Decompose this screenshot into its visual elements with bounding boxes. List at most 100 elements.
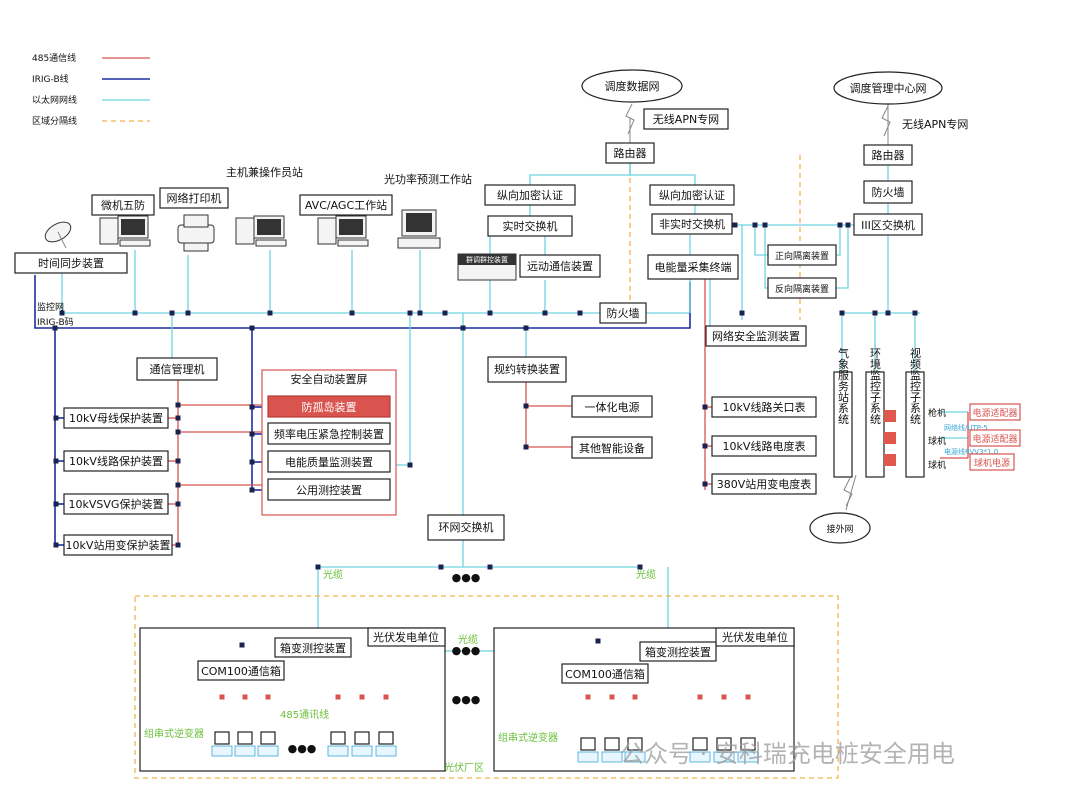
connection-node bbox=[752, 222, 758, 228]
comm-manager-label: 通信管理机 bbox=[150, 362, 205, 376]
monitor-net-label: 监控网 bbox=[37, 301, 64, 313]
solar-panel-icon bbox=[577, 751, 599, 763]
avc-agc-computer-icon bbox=[317, 215, 369, 247]
avc-agc-label: AVC/AGC工作站 bbox=[305, 198, 387, 212]
connection-node bbox=[175, 415, 181, 421]
box-ctrl-left bbox=[274, 637, 352, 658]
zone3-switch-label: III区交换机 bbox=[861, 218, 915, 232]
firewall-mid bbox=[599, 302, 647, 324]
video-monitor-system bbox=[905, 371, 925, 478]
connection-node bbox=[487, 310, 493, 316]
reverse-isolation bbox=[767, 277, 837, 299]
pv-unit-left-label: 光伏发电单位 bbox=[373, 630, 439, 644]
protection-label: 10kV线路保护装置 bbox=[69, 454, 163, 468]
rs485-node bbox=[697, 694, 703, 700]
integrated-power bbox=[571, 395, 653, 418]
apn-right-label: 无线APN专网 bbox=[902, 117, 968, 131]
net-security-label: 网络安全监测装置 bbox=[712, 329, 800, 343]
connection-node bbox=[249, 431, 255, 437]
legend-zone-label: 区域分隔线 bbox=[32, 115, 77, 127]
rs485-node bbox=[242, 694, 248, 700]
router-left bbox=[605, 142, 655, 164]
box-ctrl-right-label: 箱变测控装置 bbox=[645, 645, 711, 659]
group-ctrl-label: 群调群控装置 bbox=[466, 255, 508, 264]
pv-field-area bbox=[134, 595, 839, 779]
remote-comm-label: 远动通信装置 bbox=[527, 260, 593, 273]
inverter-group bbox=[211, 694, 759, 763]
protection-label: 10kV站用变保护装置 bbox=[66, 538, 171, 552]
micro-five-box bbox=[91, 194, 155, 216]
connection-node bbox=[349, 310, 355, 316]
env-sensor-icon bbox=[884, 410, 896, 422]
rs485-node bbox=[609, 694, 615, 700]
pv-field-label: 光伏厂区 bbox=[444, 761, 484, 774]
connection-node bbox=[175, 501, 181, 507]
cloud-mgmt-center bbox=[833, 71, 943, 105]
connection-node bbox=[702, 404, 708, 410]
micro-five-computer-icon bbox=[99, 215, 151, 247]
forward-isolation bbox=[767, 244, 837, 266]
solar-panel-icon bbox=[327, 745, 349, 757]
meter-box bbox=[711, 396, 817, 418]
connection-node bbox=[872, 310, 878, 316]
connection-node bbox=[53, 458, 59, 464]
ring-ellipsis: ●●● bbox=[452, 571, 481, 584]
encrypt-right bbox=[649, 184, 735, 206]
safety-item-label: 频率电压紧急控制装置 bbox=[274, 427, 384, 441]
public-measure-ctrl bbox=[267, 478, 391, 501]
com-box-right bbox=[561, 663, 649, 684]
energy-terminal-label: 电能量采集终端 bbox=[655, 260, 732, 274]
cloud-external-net bbox=[809, 512, 871, 544]
meter-label: 380V站用变电度表 bbox=[717, 477, 812, 491]
connection-node bbox=[249, 404, 255, 410]
other-smart-label: 其他智能设备 bbox=[579, 441, 645, 455]
wireless-bolt-right-icon bbox=[881, 105, 891, 137]
other-smart-devices bbox=[571, 436, 653, 459]
pv-unit-right-label-box bbox=[715, 627, 795, 647]
connection-node bbox=[169, 310, 175, 316]
safety-item-label: 电能质量监测装置 bbox=[285, 455, 373, 469]
connection-node bbox=[523, 444, 529, 450]
protection-device bbox=[63, 407, 169, 429]
connection-node bbox=[442, 310, 448, 316]
connection-node bbox=[577, 310, 583, 316]
inverter-icon bbox=[740, 737, 756, 751]
solar-panel-icon bbox=[257, 745, 279, 757]
inverter-icon bbox=[330, 731, 346, 745]
meter-box bbox=[711, 435, 817, 457]
connection-node bbox=[175, 458, 181, 464]
main-station-label: 主机兼操作员站 bbox=[226, 165, 303, 179]
dome-camera-1-label: 球机 bbox=[928, 435, 946, 447]
remote-comm bbox=[519, 254, 601, 278]
encrypt-right-label: 纵向加密认证 bbox=[659, 188, 725, 202]
zone3-switch bbox=[853, 213, 923, 236]
connection-nodes bbox=[52, 222, 918, 648]
connection-node bbox=[53, 501, 59, 507]
firewall-mid-label: 防火墙 bbox=[607, 306, 640, 320]
connection-node bbox=[132, 310, 138, 316]
realtime-switch-label: 实时交换机 bbox=[503, 219, 558, 233]
pv-mid-ellipsis-1: ●●● bbox=[452, 644, 481, 657]
power-adapter-2 bbox=[969, 429, 1021, 447]
connection-node bbox=[239, 642, 245, 648]
safety-item-label: 公用测控装置 bbox=[296, 483, 362, 497]
dome-power-label: 球机电源 bbox=[974, 457, 1010, 469]
rs485-node bbox=[383, 694, 389, 700]
watermark-text: 公众号 · 安科瑞充电桩安全用电 bbox=[620, 740, 955, 768]
router-left-label: 路由器 bbox=[614, 146, 647, 160]
net-printer-box bbox=[159, 187, 229, 209]
connection-node bbox=[52, 325, 58, 331]
printer-icon bbox=[177, 214, 215, 252]
connection-node bbox=[249, 325, 255, 331]
apn-box-left bbox=[643, 108, 729, 130]
inverter-icon bbox=[692, 737, 708, 751]
connection-node bbox=[637, 564, 643, 570]
com-box-left bbox=[197, 660, 285, 681]
env-monitor-label: 环境监控子系统 bbox=[869, 348, 882, 425]
connection-node bbox=[249, 459, 255, 465]
realtime-switch bbox=[487, 215, 573, 237]
connection-node bbox=[732, 222, 738, 228]
video-monitor-label: 视频监控子系统 bbox=[909, 346, 922, 424]
connection-node bbox=[417, 310, 423, 316]
connection-node bbox=[175, 482, 181, 488]
